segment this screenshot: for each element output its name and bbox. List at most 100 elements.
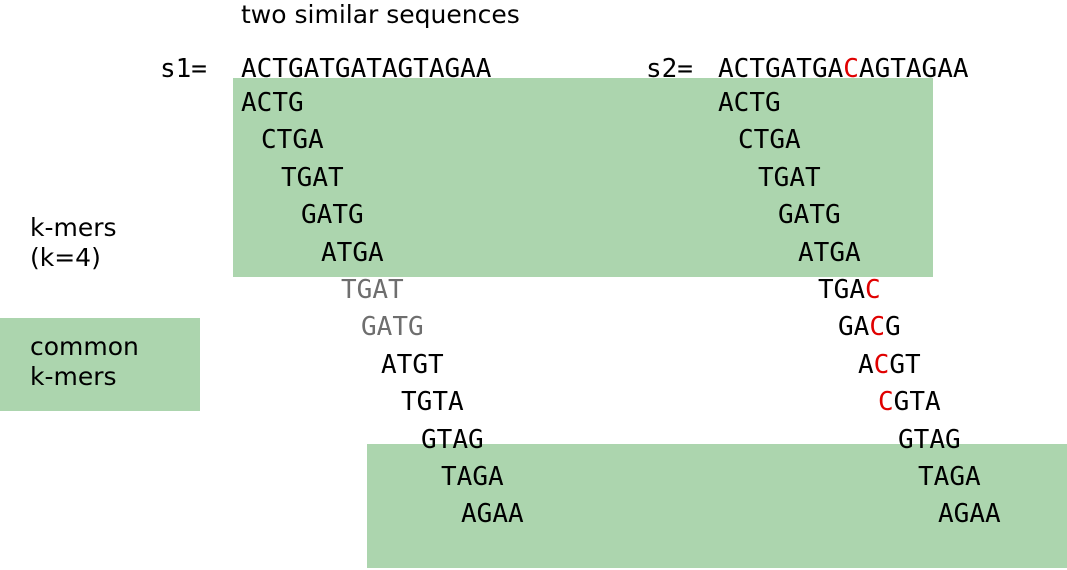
kmer-char: A [793, 200, 810, 231]
kmer-char: A [784, 125, 801, 156]
s2-label: s2= [646, 54, 693, 84]
kmer-char: T [427, 349, 444, 380]
kmer-char: A [969, 499, 985, 530]
kmer-char: T [392, 312, 408, 343]
kmer-char: T [281, 162, 297, 193]
s2-kmer: TAGA [918, 462, 981, 492]
kmer-char: T [749, 88, 765, 118]
s2-sequence: ACTGATGACAGTAGAA [718, 54, 969, 84]
s2-kmer: TGAC [818, 275, 881, 305]
kmer-char: T [332, 200, 348, 231]
common-kmers-box-top [233, 78, 933, 277]
legend-box [0, 318, 200, 411]
s2-char: A [952, 54, 969, 84]
s2-kmer: GACG [838, 312, 901, 342]
kmer-char: T [276, 125, 293, 156]
s2-kmer: AGAA [938, 499, 1001, 529]
kmer-char: T [813, 237, 830, 268]
kmer-char: A [367, 237, 384, 268]
kmer-char: A [316, 200, 333, 231]
common-kmers-box-bottom [367, 444, 1067, 568]
kmers-label-line-1: k-mers [30, 213, 117, 242]
s2-char: G [764, 54, 781, 84]
kmer-char: G [476, 499, 493, 530]
kmer-char: G [361, 312, 377, 343]
kmer-char: C [733, 88, 750, 118]
s2-kmer: ACTG [718, 88, 781, 118]
s1-label: s1= [160, 54, 207, 84]
kmer-char: C [261, 125, 277, 156]
s2-char: T [796, 54, 812, 84]
kmer-char: A [492, 499, 508, 530]
s2-mutation-char: C [843, 54, 859, 84]
s1-kmer: ATGA [321, 238, 384, 268]
kmer-char: T [401, 387, 417, 418]
s1-kmer: TGAT [341, 275, 404, 305]
kmer-char: A [461, 499, 477, 530]
kmer-char: T [818, 275, 834, 305]
s2-char: A [780, 54, 797, 84]
kmer-char: T [913, 424, 930, 455]
mutation-char: C [878, 387, 894, 418]
kmer-char: A [789, 162, 805, 193]
kmer-char: G [893, 387, 910, 418]
kmer-char: A [312, 162, 328, 193]
kmer-char: G [953, 499, 970, 530]
kmer-char: A [938, 499, 954, 530]
kmer-char: G [407, 312, 424, 343]
kmer-char: C [256, 88, 273, 118]
kmer-char: T [432, 387, 448, 418]
kmer-char: G [352, 237, 368, 268]
kmer-char: A [452, 424, 468, 455]
s2-char: C [733, 54, 750, 84]
s2-kmer: CTGA [738, 125, 801, 155]
s2-char: G [921, 54, 938, 84]
kmer-char: A [933, 462, 950, 492]
kmer-char: A [844, 237, 861, 268]
s2-kmer: GATG [778, 200, 841, 230]
kmer-char: G [764, 88, 781, 118]
kmer-char: A [372, 275, 388, 305]
kmer-char: A [376, 312, 393, 343]
s2-kmer: ATGA [798, 238, 861, 268]
kmer-char: A [798, 237, 814, 268]
kmer-char: G [472, 462, 488, 492]
s2-char: A [905, 54, 922, 84]
kmer-char: A [321, 237, 337, 268]
kmer-char: T [272, 88, 288, 118]
s1-kmer: TAGA [441, 462, 504, 492]
kmer-char: G [292, 125, 308, 156]
s1-kmer: CTGA [261, 125, 324, 155]
kmer-char: G [467, 424, 484, 455]
kmer-char: A [487, 462, 504, 492]
s2-char: T [890, 54, 906, 84]
s1-kmer: TGTA [401, 387, 464, 417]
s1-sequence: ACTGATGATAGTAGAA [241, 54, 492, 84]
kmer-char: G [884, 312, 901, 343]
kmer-char: G [778, 200, 794, 231]
s2-char: G [874, 54, 891, 84]
mutation-char: C [864, 275, 881, 305]
kmer-char: G [769, 125, 785, 156]
kmer-char: A [241, 88, 257, 118]
s2-char: A [718, 54, 734, 84]
s1-kmer: ATGT [381, 350, 444, 380]
s2-kmer: CGTA [878, 387, 941, 417]
kmers-label-line-2: (k=4) [30, 243, 101, 272]
s2-char: A [858, 54, 875, 84]
kmers-label: k-mers(k=4) [30, 213, 117, 273]
kmer-char: G [838, 312, 854, 343]
kmer-char: G [412, 349, 428, 380]
kmer-char: G [421, 424, 437, 455]
mutation-char: C [873, 349, 890, 380]
kmer-char: C [738, 125, 754, 156]
kmer-char: A [929, 424, 945, 455]
kmer-char: G [301, 200, 317, 231]
kmer-char: T [396, 349, 413, 380]
kmer-char: T [436, 424, 453, 455]
kmer-char: T [341, 275, 357, 305]
s2-kmer: ACGT [858, 350, 921, 380]
kmer-char: G [296, 162, 313, 193]
kmer-char: A [507, 499, 524, 530]
